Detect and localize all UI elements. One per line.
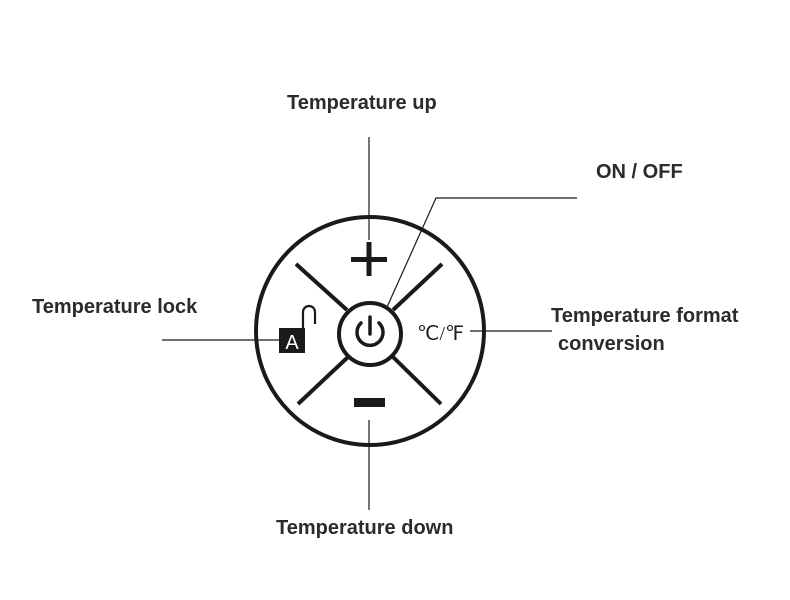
power-icon xyxy=(337,301,403,367)
label-temperature-lock: Temperature lock xyxy=(32,296,198,318)
padlock-icon: A xyxy=(279,304,317,354)
label-temperature-up: Temperature up xyxy=(287,92,437,114)
label-temperature-format: Temperature format xyxy=(551,305,739,327)
divider-bottom-right xyxy=(391,355,443,406)
label-temperature-down: Temperature down xyxy=(276,517,454,539)
panel-outer-circle xyxy=(254,215,486,447)
divider-top-right xyxy=(391,262,444,312)
temperature-down-button[interactable] xyxy=(340,384,398,424)
temperature-lock-button[interactable] xyxy=(272,296,322,358)
leader-line-onoff xyxy=(382,197,577,317)
temperature-format-symbol: ℃/℉ xyxy=(417,323,464,345)
power-button[interactable] xyxy=(337,302,403,366)
lock-letter: A xyxy=(285,332,299,354)
temperature-up-button[interactable] xyxy=(340,232,398,282)
plus-icon xyxy=(351,242,387,276)
divider-bottom-left xyxy=(296,355,350,406)
minus-icon xyxy=(354,398,385,407)
label-format-conversion: conversion xyxy=(558,333,665,355)
temperature-format-button[interactable] xyxy=(412,314,488,352)
divider-top-left xyxy=(294,262,349,312)
label-on-off: ON / OFF xyxy=(596,161,683,183)
